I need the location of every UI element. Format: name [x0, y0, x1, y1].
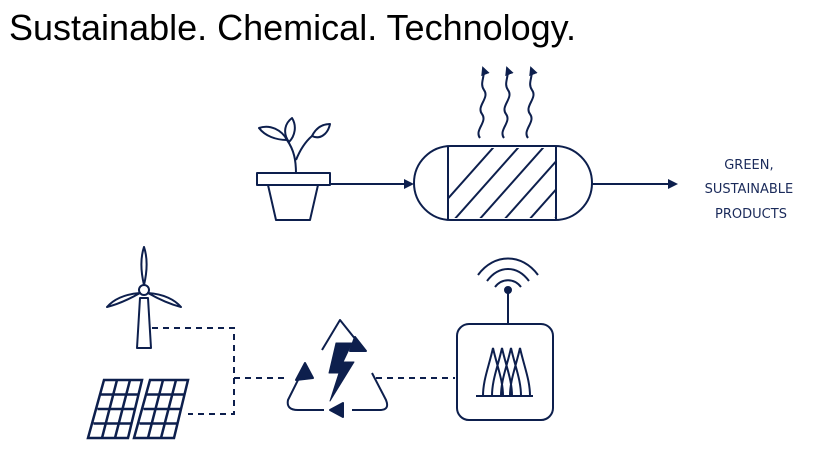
heat-waves-icon — [477, 66, 538, 139]
output-label: GREEN, SUSTAINABLE PRODUCTS — [705, 158, 798, 222]
solar-panel-icon — [86, 378, 190, 440]
wind-turbine-icon — [106, 246, 182, 349]
output-label-line3: PRODUCTS — [715, 207, 787, 222]
plant-pot-icon — [256, 117, 331, 221]
dashed-connections — [152, 327, 455, 415]
output-label-line1: GREEN, — [724, 158, 773, 173]
output-label-line2: SUSTAINABLE — [705, 182, 794, 197]
page-title: Sustainable. Chemical. Technology. — [9, 7, 576, 48]
recycle-energy-icon — [286, 319, 389, 418]
wireless-induction-unit-icon — [456, 257, 554, 421]
